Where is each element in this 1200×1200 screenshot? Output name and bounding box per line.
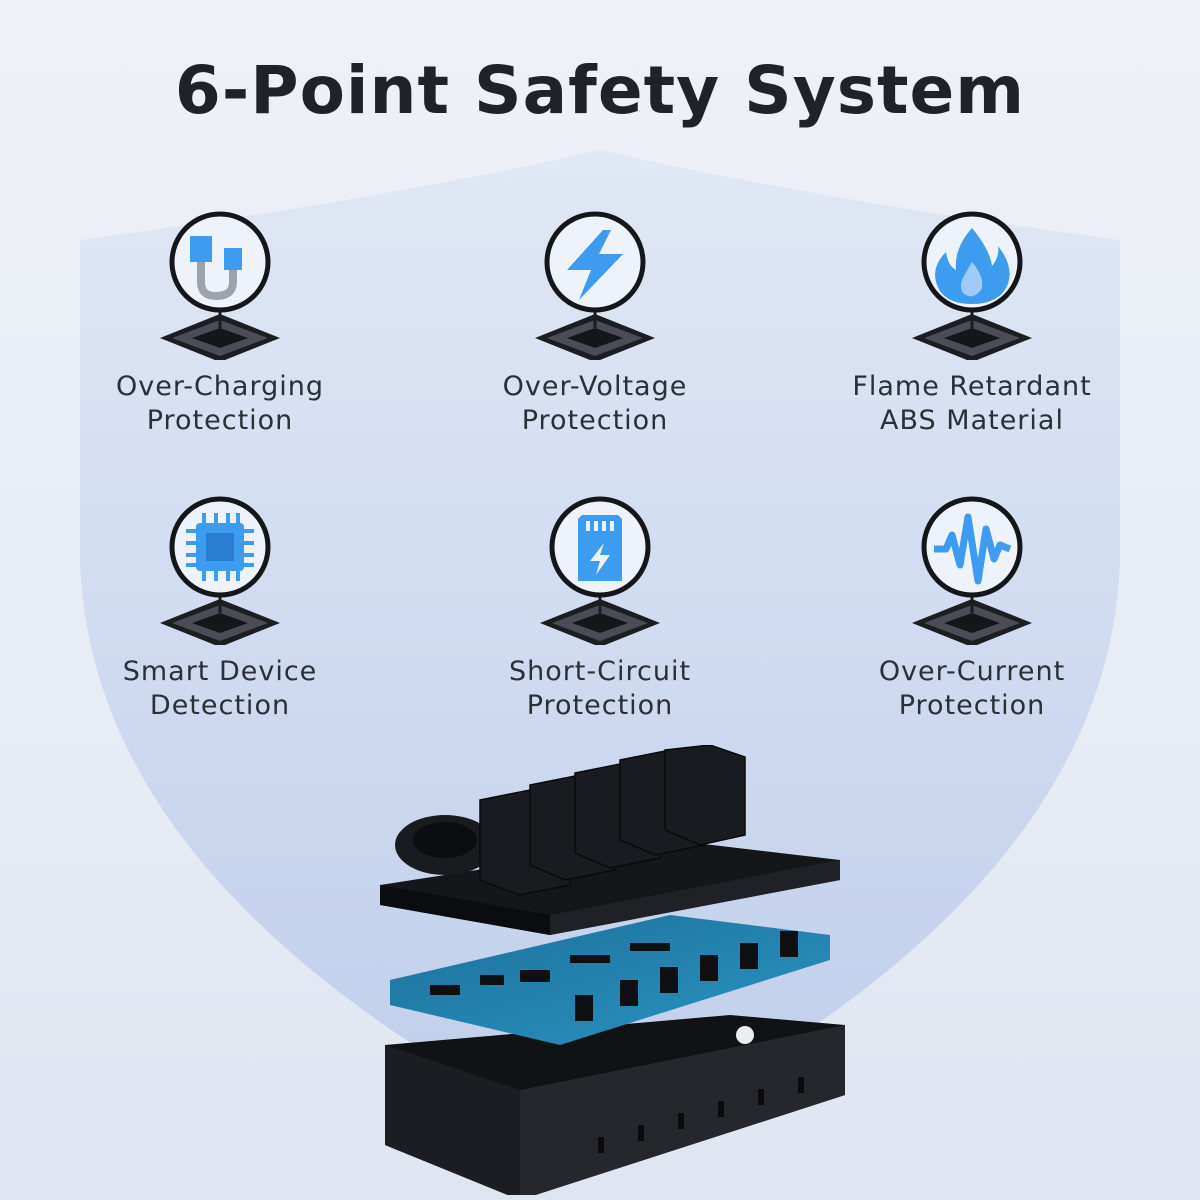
feature-label-line1: Over-Charging: [116, 371, 324, 402]
feature-label-line2: Protection: [898, 690, 1046, 721]
chip-icon: [186, 513, 254, 581]
charging-station-image: [380, 745, 845, 1195]
feature-label-line1: Over-Current: [878, 656, 1066, 687]
waveform-icon: [934, 513, 1012, 585]
feature-label-line1: Short-Circuit: [508, 656, 692, 687]
feature-label-line2: ABS Material: [880, 405, 1064, 436]
feature-label-line1: Over-Voltage: [502, 371, 688, 402]
feature-label-line2: Protection: [521, 405, 669, 436]
feature-label-line2: Protection: [526, 690, 674, 721]
feature-label-line2: Protection: [146, 405, 294, 436]
feature-label-line2: Detection: [149, 690, 291, 721]
feature-label-line1: Flame Retardant: [852, 371, 1092, 402]
flame-icon: [935, 228, 1010, 304]
charging-plug-icon: [190, 236, 242, 301]
battery-card-icon: [578, 515, 622, 581]
lightning-bolt-icon: [567, 230, 623, 300]
feature-label-line1: Smart Device: [122, 656, 318, 687]
page-title: 6-Point Safety System: [174, 52, 1026, 129]
